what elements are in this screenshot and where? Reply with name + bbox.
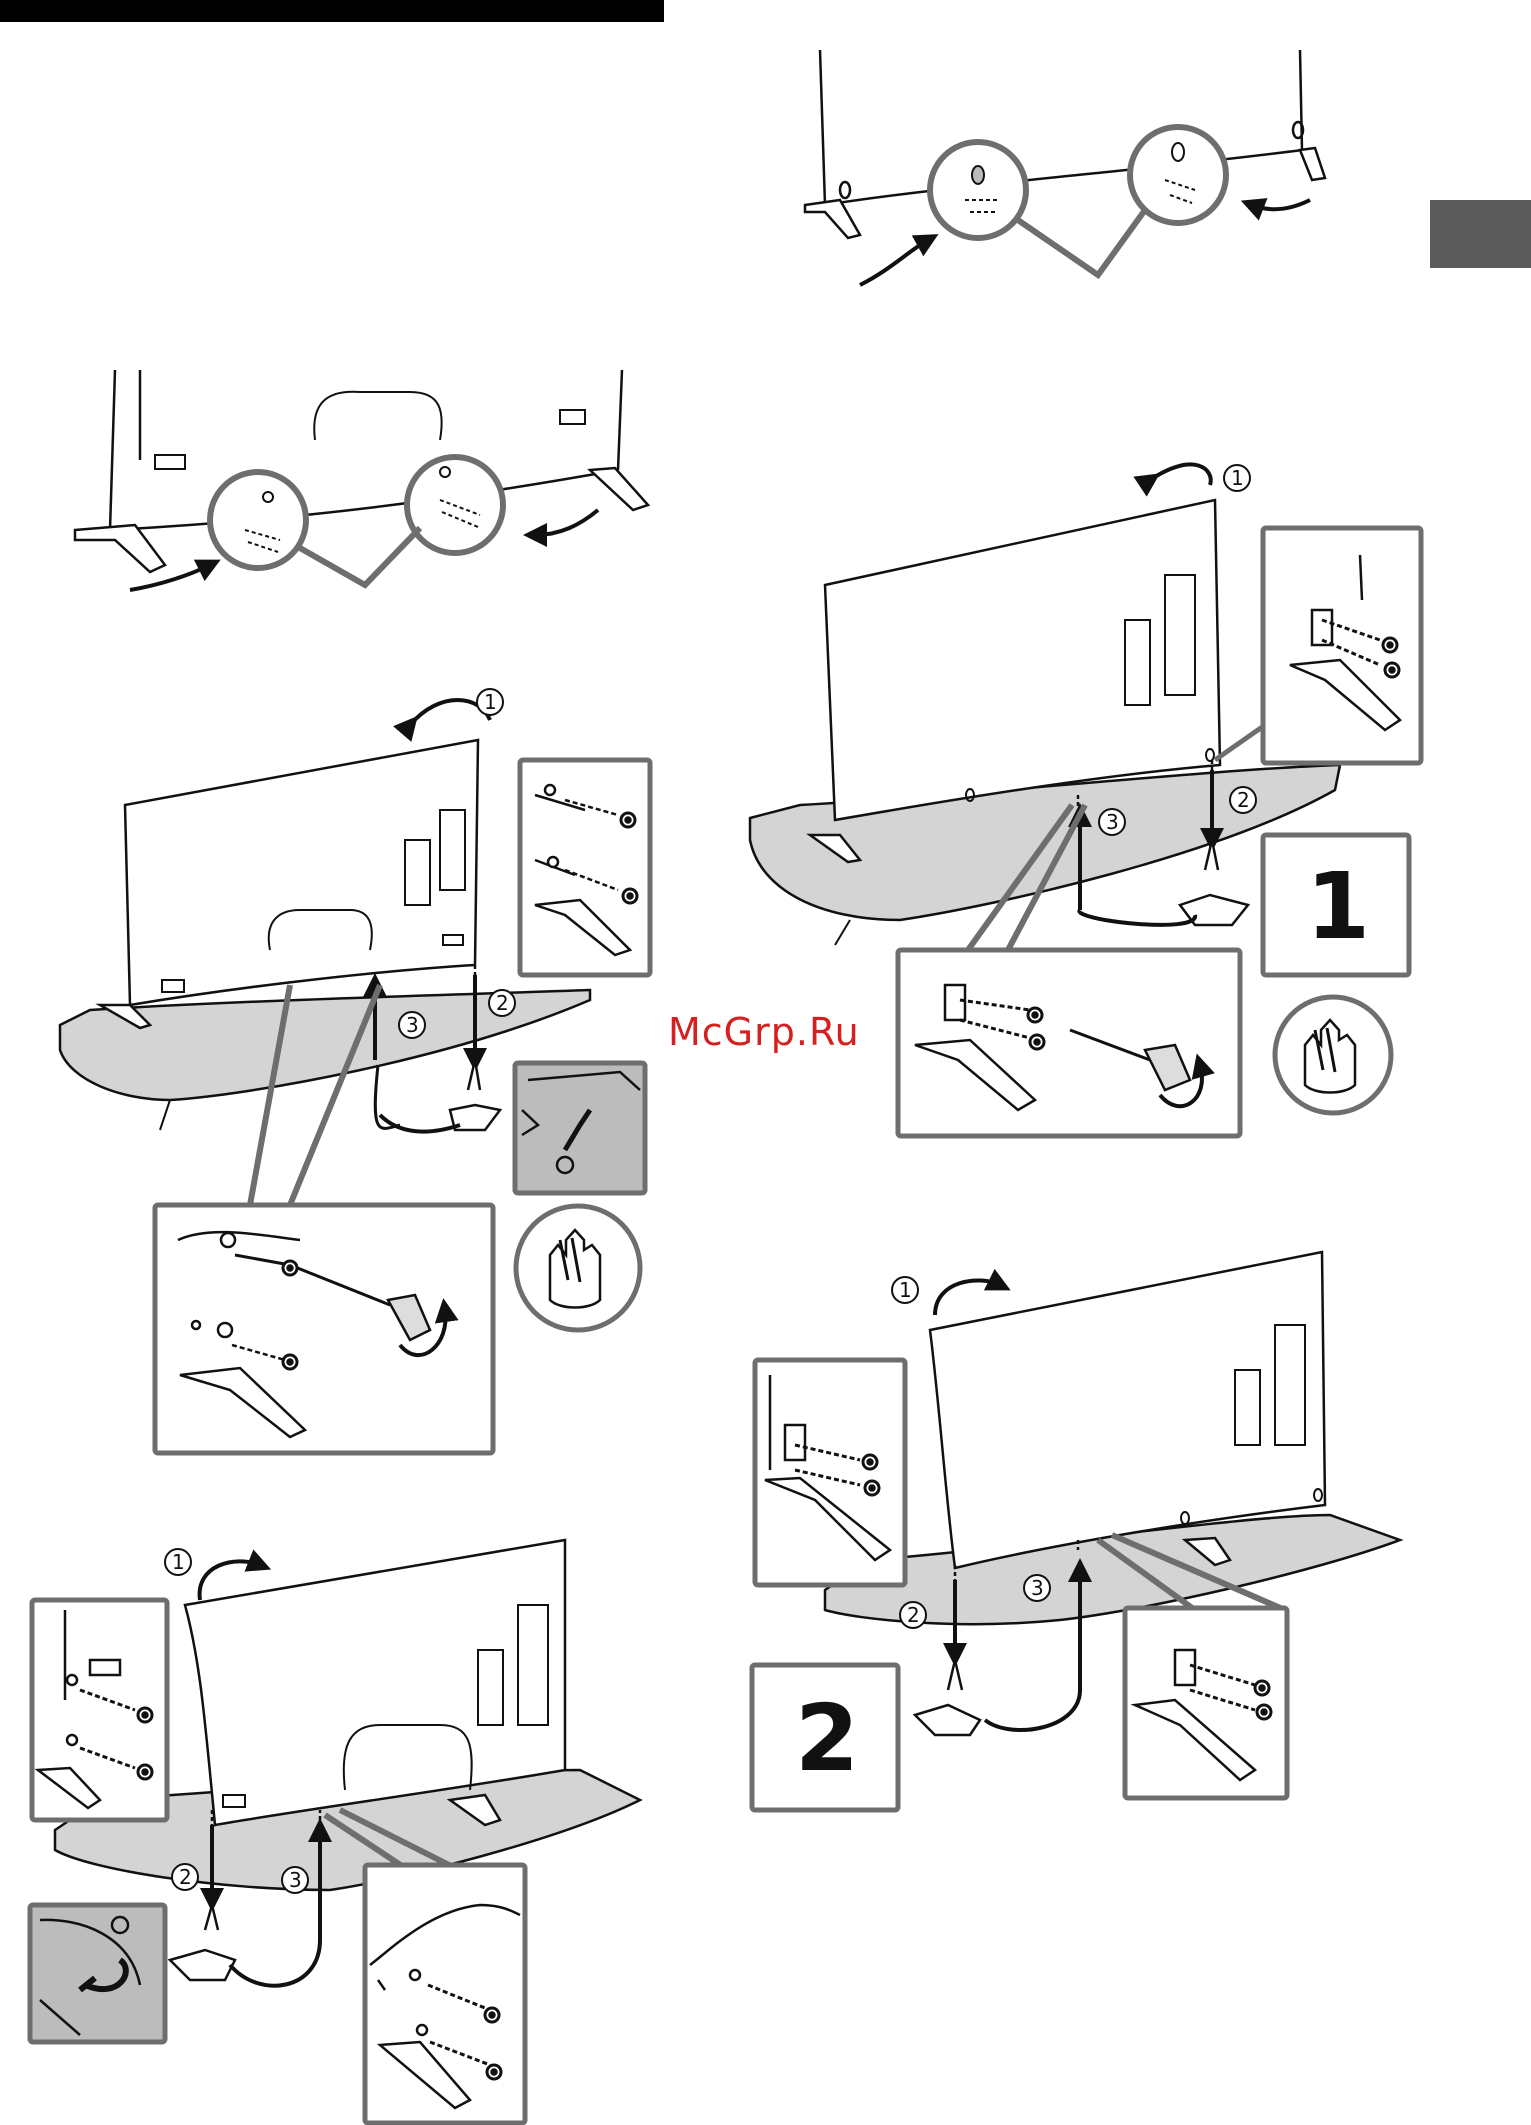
step-1-label: 1 xyxy=(484,690,497,714)
inset-screw-detail-right-top xyxy=(1215,528,1421,763)
step-2-label-br: 2 xyxy=(907,1603,920,1627)
inset-screw-detail-top xyxy=(520,760,650,975)
step-2-label-r: 2 xyxy=(1237,788,1250,812)
step-1-label-br: 1 xyxy=(899,1278,912,1302)
inset-tab-detail-left-bottom xyxy=(30,1905,165,2042)
caution-hand-icon xyxy=(516,1206,640,1330)
caution-hand-icon-right xyxy=(1275,997,1391,1113)
box-1-label: 1 xyxy=(1306,853,1370,960)
slot-callout-circles-left xyxy=(210,457,503,585)
step-1-label-r: 1 xyxy=(1231,466,1244,490)
box-number-1: 1 xyxy=(1263,835,1409,975)
step-2-label-b: 2 xyxy=(179,1865,192,1889)
step-3-label-br: 3 xyxy=(1031,1576,1044,1600)
tv-on-table-left-step xyxy=(60,700,590,1132)
step-3-label-b: 3 xyxy=(289,1868,302,1892)
tv-on-table-right-step xyxy=(750,464,1340,945)
inset-tab-detail xyxy=(515,1063,645,1193)
step-3-label: 3 xyxy=(406,1013,419,1037)
step-1-label-b: 1 xyxy=(172,1550,185,1574)
inset-screw-detail-right-bottom-left xyxy=(755,1360,905,1585)
watermark: McGrp.Ru xyxy=(668,1002,878,1062)
inset-screw-detail-left-bottom xyxy=(32,1600,167,1820)
tv-back-view-left xyxy=(75,370,648,590)
tv-on-table-right-step2 xyxy=(825,1252,1400,1735)
box-2-label: 2 xyxy=(795,1685,859,1792)
box-number-2: 2 xyxy=(752,1665,898,1810)
step-2-label: 2 xyxy=(496,991,509,1015)
step-3-label-r: 3 xyxy=(1106,810,1119,834)
